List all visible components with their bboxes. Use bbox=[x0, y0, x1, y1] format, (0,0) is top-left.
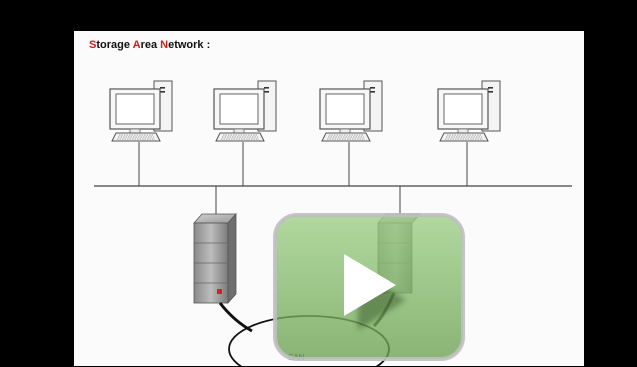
play-button[interactable] bbox=[272, 212, 466, 362]
title-letter-a: A bbox=[132, 39, 141, 51]
title-text-rea: rea bbox=[140, 39, 161, 51]
workstation-icon bbox=[437, 80, 501, 142]
server-icon bbox=[193, 212, 237, 305]
title-text-etwork: etwork : bbox=[168, 39, 211, 51]
title-letter-n: N bbox=[160, 39, 169, 51]
title-letter-s: S bbox=[89, 39, 97, 51]
workstation-icon bbox=[213, 80, 277, 142]
workstation-icon bbox=[319, 80, 383, 142]
play-icon bbox=[273, 213, 465, 361]
slide-title: Storage Area Network : bbox=[89, 39, 210, 51]
workstation-icon bbox=[109, 80, 173, 142]
title-text-torage: torage bbox=[96, 39, 133, 51]
